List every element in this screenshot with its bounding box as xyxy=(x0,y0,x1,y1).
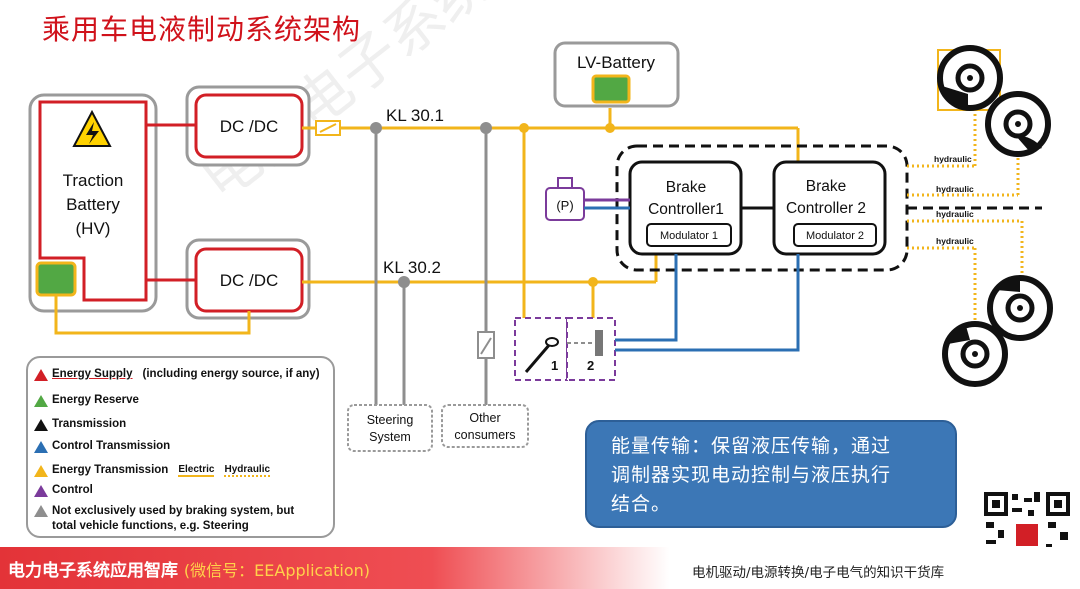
other-label: Other xyxy=(469,411,500,425)
info-callout: 能量传输：保留液压传输，通过 调制器实现电动控制与液压执行 结合。 xyxy=(585,420,957,528)
footer-bar xyxy=(0,547,1080,589)
lv-battery-label: LV-Battery xyxy=(577,53,656,72)
dcdc-top-label: DC /DC xyxy=(220,117,279,136)
pedal-box-2 xyxy=(566,317,616,381)
brake-pedal-icon xyxy=(524,337,559,373)
bc1-label: Controller1 xyxy=(648,201,724,218)
triangle-icon xyxy=(34,419,48,431)
steering-label: Steering xyxy=(367,413,414,427)
lv-battery-cell xyxy=(591,74,631,104)
legend-item-control: Control xyxy=(34,484,93,497)
legend-item-energy-supply: Energy Supply (including energy source, … xyxy=(34,368,320,381)
dcdc-bottom-label: DC /DC xyxy=(220,271,279,290)
legend-item-shared: Not exclusively used by braking system, … xyxy=(34,504,294,534)
bc1-label: Brake xyxy=(666,179,707,196)
footer-brand: 电力电子系统应用智库 (微信号：EEApplication) xyxy=(8,561,371,581)
hydraulic-label: hydraulic xyxy=(936,209,974,219)
legend: Energy Supply (including energy source, … xyxy=(26,356,335,538)
energy-reserve-cell xyxy=(35,261,77,297)
triangle-icon xyxy=(34,505,48,517)
pedal-actuator xyxy=(595,330,603,356)
footer-slogan: 电机驱动/电源转换/电子电气的知识干货库 xyxy=(692,565,945,581)
steering-label: System xyxy=(369,430,411,444)
info-line: 结合。 xyxy=(611,493,672,515)
brake-architecture-diagram: Traction Battery (HV) DC /DC DC /DC KL 3… xyxy=(28,41,1053,452)
other-consumers-box xyxy=(441,404,529,448)
modulator-1 xyxy=(646,223,732,247)
pedal-1-label: 1 xyxy=(551,358,558,373)
hydraulic-label: hydraulic xyxy=(936,184,974,194)
other-label: consumers xyxy=(454,428,515,442)
info-line: 能量传输：保留液压传输，通过 xyxy=(611,435,892,457)
traction-battery-label: Battery xyxy=(66,195,120,214)
bc2-label: Brake xyxy=(806,178,847,195)
page-title: 乘用车电液制动系统架构 xyxy=(42,13,362,46)
modulator-2 xyxy=(793,223,877,247)
wheel-icon xyxy=(985,91,1051,157)
pedal-box-1 xyxy=(514,317,568,381)
traction-battery-label: Traction xyxy=(63,171,124,190)
modulator-2-label: Modulator 2 xyxy=(806,230,864,242)
legend-item-energy-transmission: Energy Transmission Electric Hydraulic xyxy=(34,464,271,477)
triangle-icon xyxy=(34,369,48,381)
hydraulic-label: hydraulic xyxy=(934,154,972,164)
triangle-icon xyxy=(34,395,48,407)
modulator-1-label: Modulator 1 xyxy=(660,230,718,242)
triangle-icon xyxy=(34,485,48,497)
triangle-icon xyxy=(34,465,48,477)
steering-system-box xyxy=(347,404,433,452)
wheel-icon xyxy=(937,45,1003,111)
legend-item-control-transmission: Control Transmission xyxy=(34,440,170,453)
parking-brake-icon: (P) xyxy=(556,198,573,213)
wheel-icon xyxy=(942,321,1008,387)
kl301-label: KL 30.1 xyxy=(386,106,444,125)
pedal-2-label: 2 xyxy=(587,358,594,373)
wheel-icon xyxy=(987,275,1053,341)
hydraulic-label: hydraulic xyxy=(936,236,974,246)
traction-battery-label: (HV) xyxy=(76,219,111,238)
info-line: 调制器实现电动控制与液压执行 xyxy=(611,464,892,486)
legend-item-energy-reserve: Energy Reserve xyxy=(34,394,139,407)
high-voltage-warning-icon xyxy=(72,109,112,147)
triangle-icon xyxy=(34,441,48,453)
bc2-label: Controller 2 xyxy=(786,200,866,217)
legend-item-transmission: Transmission xyxy=(34,418,126,431)
kl302-label: KL 30.2 xyxy=(383,258,441,277)
